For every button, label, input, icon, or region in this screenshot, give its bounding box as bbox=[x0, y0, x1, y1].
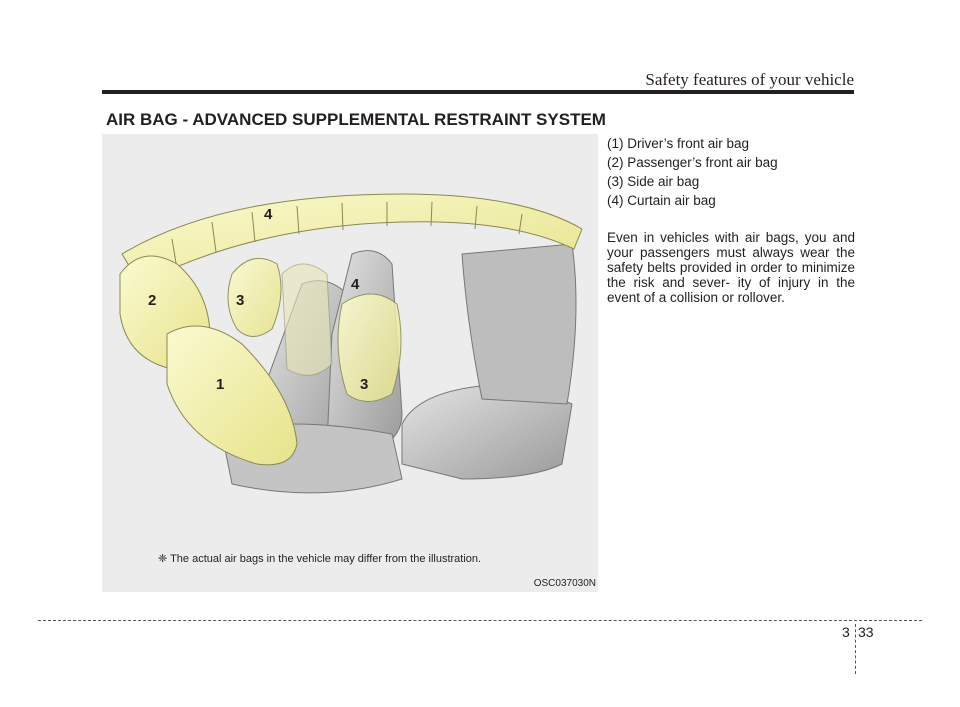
figure-code: OSC037030N bbox=[533, 578, 596, 589]
legend-item: (2) Passenger’s front air bag bbox=[607, 155, 778, 170]
callout-curtain-airbag-top: 4 bbox=[264, 206, 273, 223]
legend-item: (3) Side air bag bbox=[607, 174, 700, 189]
side-airbag-front-shape bbox=[227, 257, 282, 337]
page-number: 33 bbox=[858, 624, 874, 640]
driver-front-airbag-shape bbox=[166, 325, 298, 466]
callout-side-airbag-front: 3 bbox=[236, 292, 245, 309]
translucent-seat-shape bbox=[281, 263, 333, 376]
section-title: AIR BAG - ADVANCED SUPPLEMENTAL RESTRAIN… bbox=[106, 110, 606, 129]
callout-side-airbag-rear: 3 bbox=[360, 376, 369, 393]
figure-note: ❈ The actual air bags in the vehicle may… bbox=[158, 553, 482, 565]
header-rule bbox=[102, 90, 854, 94]
callout-curtain-airbag-middle: 4 bbox=[351, 276, 360, 293]
body-paragraph: Even in vehicles with air bags, you and … bbox=[607, 230, 855, 305]
rear-seat-shape bbox=[401, 383, 573, 480]
legend-item: (1) Driver’s front air bag bbox=[607, 136, 750, 151]
side-airbag-rear-shape bbox=[337, 293, 402, 402]
airbag-illustration-graphic bbox=[119, 193, 583, 494]
airbag-illustration: 4 2 3 4 1 3 ❈ The actual air bags in the… bbox=[102, 134, 598, 592]
callout-passenger-front-airbag: 2 bbox=[148, 292, 157, 309]
callout-driver-front-airbag: 1 bbox=[216, 376, 225, 393]
footer-rule bbox=[38, 620, 922, 621]
chapter-number: 3 bbox=[842, 624, 850, 640]
curtain-airbag-ribs bbox=[171, 201, 523, 270]
legend-item: (4) Curtain air bag bbox=[607, 193, 716, 208]
header-title: Safety features of your vehicle bbox=[645, 70, 854, 89]
curtain-airbag-shape bbox=[121, 193, 583, 285]
rear-backrest-shape bbox=[461, 243, 577, 405]
airbag-legend: (1) Driver’s front air bag (2) Passenger… bbox=[607, 134, 855, 210]
page-divider bbox=[855, 624, 856, 674]
